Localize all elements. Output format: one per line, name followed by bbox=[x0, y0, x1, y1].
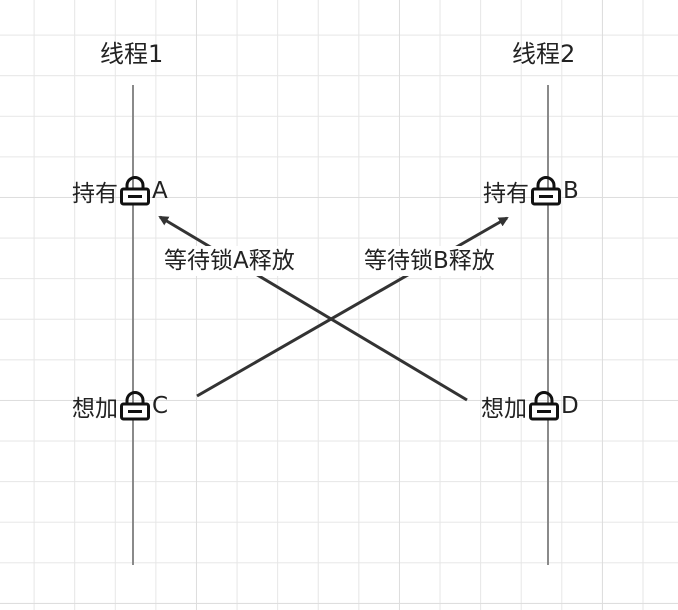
thread1-holds-row: 持有 A bbox=[72, 176, 168, 207]
lock-icon bbox=[529, 391, 559, 421]
lock-icon bbox=[120, 176, 150, 206]
thread2-wants-verb: 想加 bbox=[481, 396, 527, 422]
thread1-title: 线程1 bbox=[100, 40, 164, 68]
wait-a-label: 等待锁A释放 bbox=[161, 246, 298, 276]
thread1-holds-lock-name: A bbox=[152, 178, 168, 204]
thread1-wants-lock-name: C bbox=[152, 393, 169, 419]
wait-b-label: 等待锁B释放 bbox=[361, 246, 498, 276]
thread2-wants-row: 想加 D bbox=[481, 391, 579, 422]
thread2-holds-lock-name: B bbox=[563, 178, 579, 204]
thread1-lifeline bbox=[132, 85, 134, 565]
thread1-wants-verb: 想加 bbox=[72, 396, 118, 422]
wait-b-arrow bbox=[196, 216, 509, 398]
wait-a-arrow bbox=[158, 215, 468, 402]
lock-icon bbox=[120, 391, 150, 421]
thread1-holds-verb: 持有 bbox=[72, 181, 118, 207]
lock-icon bbox=[531, 176, 561, 206]
thread2-holds-verb: 持有 bbox=[483, 181, 529, 207]
thread2-title: 线程2 bbox=[512, 40, 576, 68]
thread2-holds-row: 持有 B bbox=[483, 176, 579, 207]
thread2-lifeline bbox=[547, 85, 549, 565]
thread1-wants-row: 想加 C bbox=[72, 391, 169, 422]
thread2-wants-lock-name: D bbox=[561, 393, 579, 419]
